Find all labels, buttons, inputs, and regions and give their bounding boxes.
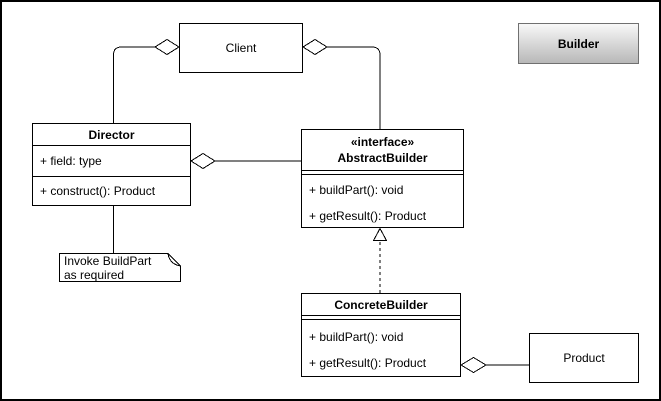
class-concretebuilder-method: + getResult(): Product — [309, 356, 427, 370]
class-product-name: Product — [563, 351, 605, 365]
note-line: Invoke BuildPart — [64, 254, 152, 268]
class-client[interactable]: Client — [179, 23, 303, 73]
aggregation-diamond-icon — [460, 356, 487, 374]
class-director-attribute: + field: type — [33, 145, 190, 176]
class-abstractbuilder[interactable]: «interface» AbstractBuilder + buildPart(… — [301, 129, 464, 228]
aggregation-diamond-icon — [302, 38, 328, 56]
class-concretebuilder[interactable]: ConcreteBuilder + buildPart(): void + ge… — [301, 293, 461, 377]
realization-triangle-icon — [372, 227, 388, 241]
note-text: Invoke BuildPart as required — [64, 254, 176, 282]
note-line: as required — [64, 268, 125, 282]
connector-client-abstractbuilder[interactable] — [302, 38, 381, 130]
connector-concretebuilder-product[interactable] — [460, 356, 529, 374]
class-product[interactable]: Product — [529, 333, 639, 383]
diagram-title-box[interactable]: Builder — [518, 23, 639, 64]
class-abstractbuilder-attributes-empty — [302, 170, 463, 174]
connector-director-abstractbuilder[interactable] — [190, 152, 301, 170]
class-director-method: + construct(): Product — [33, 176, 190, 205]
connector-client-director[interactable] — [113, 38, 180, 124]
class-concretebuilder-name: ConcreteBuilder — [334, 297, 428, 312]
class-director-name: Director — [88, 127, 135, 142]
class-concretebuilder-attributes-empty — [302, 315, 460, 319]
note-shape[interactable] — [59, 253, 181, 282]
class-director[interactable]: Director + field: type + construct(): Pr… — [32, 123, 191, 206]
aggregation-diamond-icon — [190, 152, 216, 170]
class-abstractbuilder-name: AbstractBuilder — [337, 151, 428, 165]
diagram-title-label: Builder — [557, 36, 600, 51]
connector-concretebuilder-abstractbuilder[interactable] — [372, 227, 388, 294]
class-concretebuilder-method: + buildPart(): void — [309, 330, 404, 344]
note-fold-icon — [167, 253, 181, 267]
class-client-name: Client — [225, 41, 257, 55]
aggregation-diamond-icon — [154, 38, 180, 56]
class-abstractbuilder-method: + getResult(): Product — [309, 209, 427, 223]
class-abstractbuilder-stereotype: «interface» — [350, 135, 415, 149]
class-abstractbuilder-method: + buildPart(): void — [309, 183, 404, 197]
